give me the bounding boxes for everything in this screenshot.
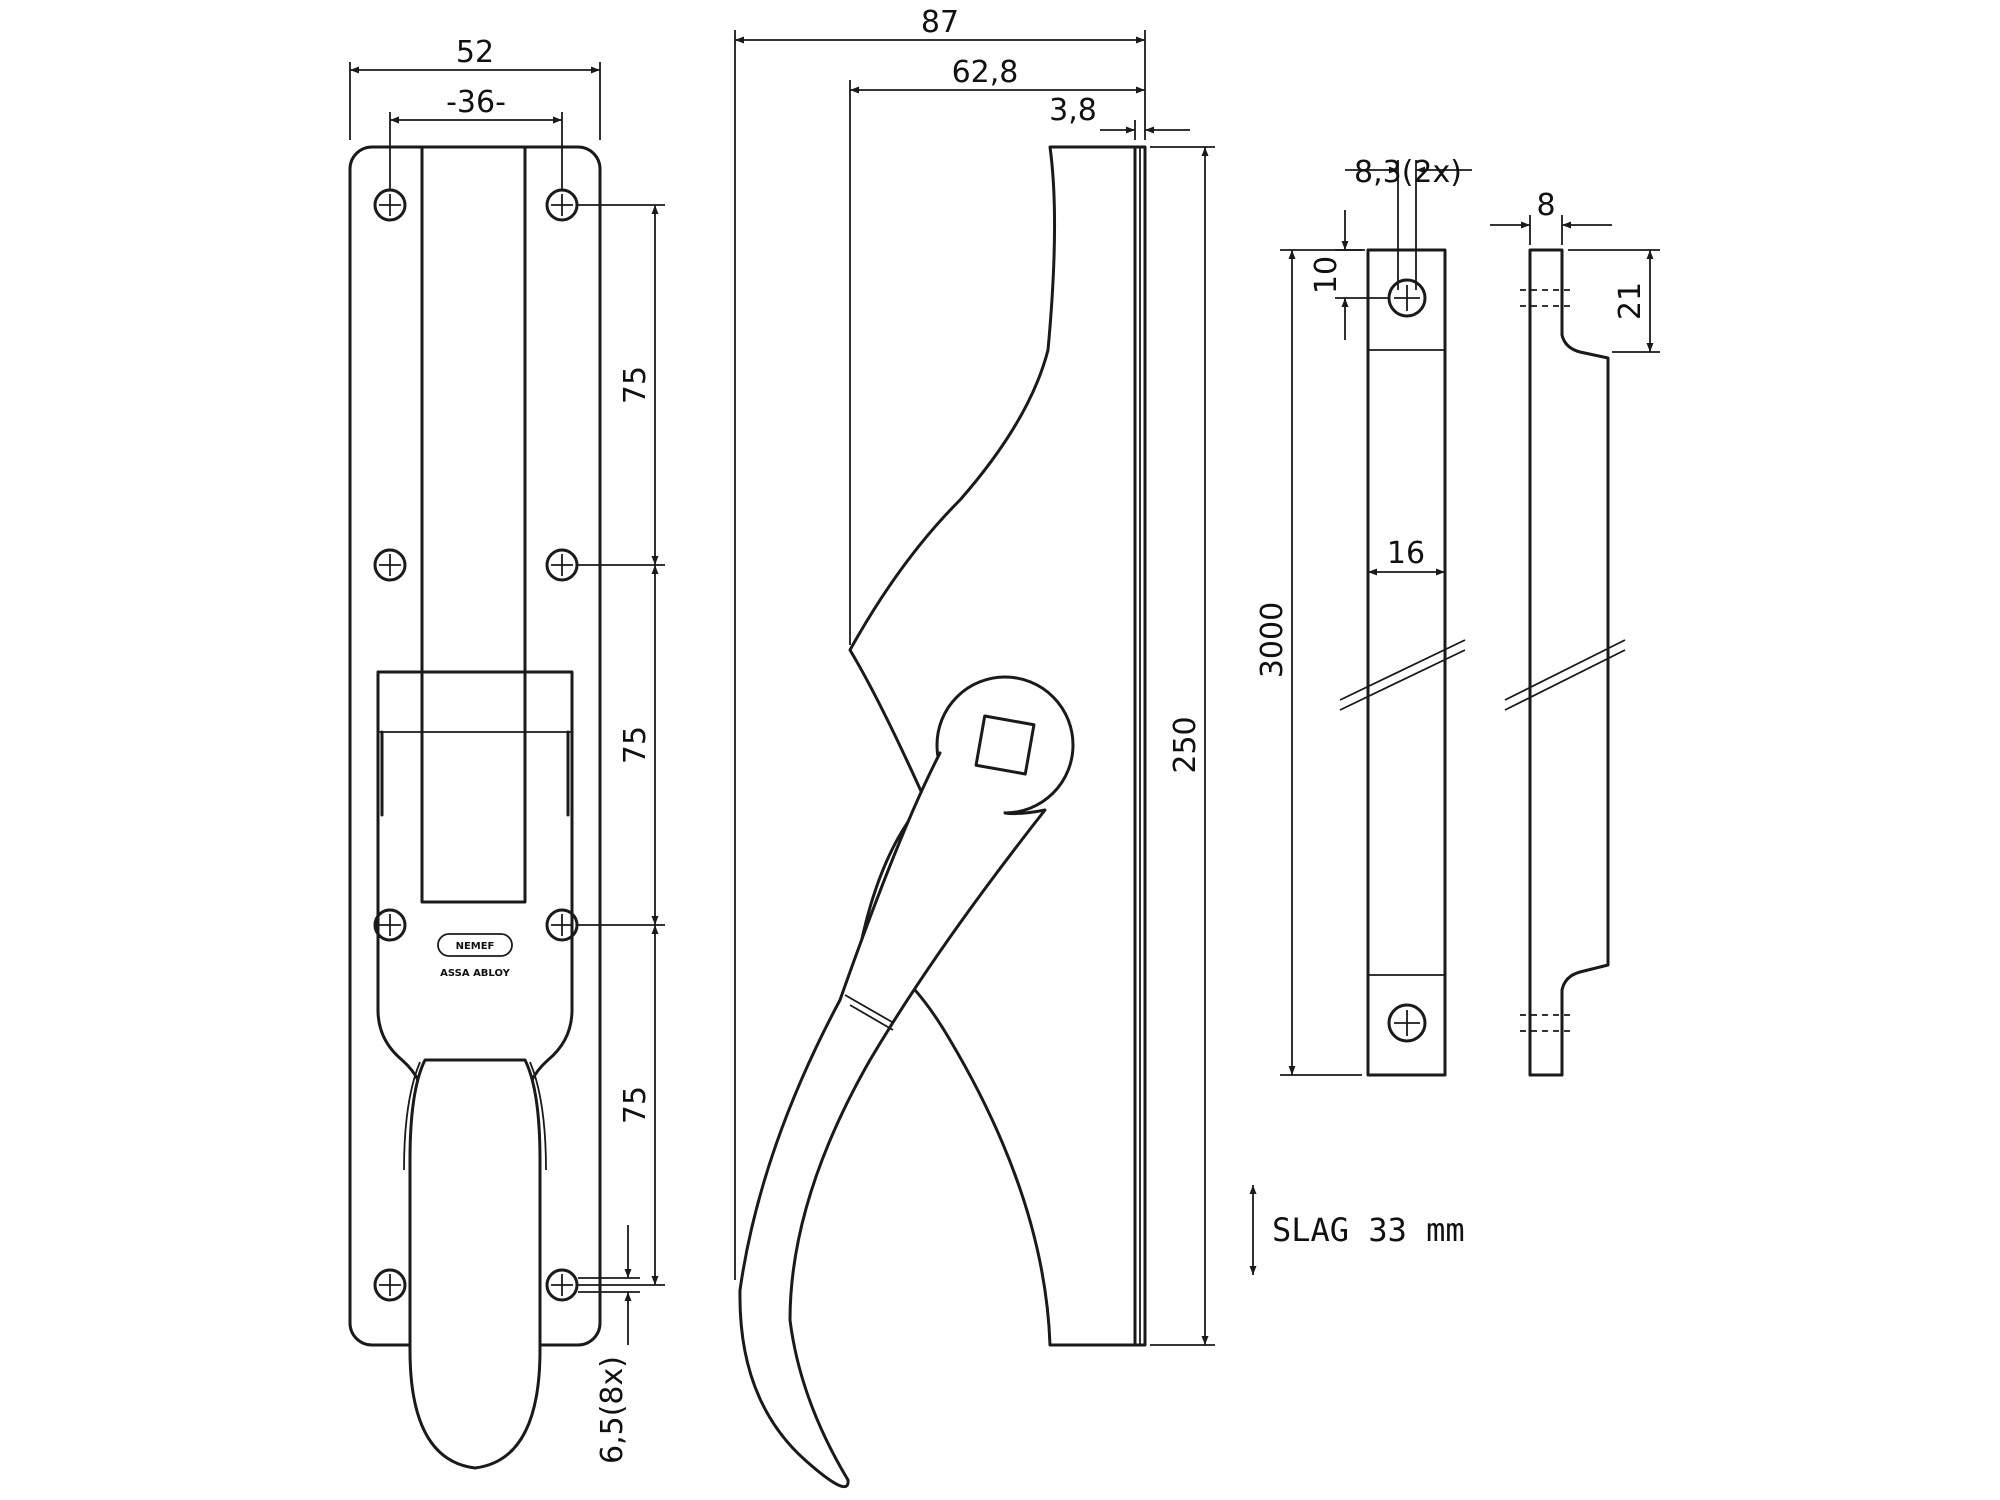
dim-pitch-top-label: 75	[618, 366, 653, 404]
logo-brand: NEMEF	[456, 941, 495, 952]
dim-rod-width: 16	[1368, 536, 1445, 576]
dim-rod-hole-diameter: 8,3(2x)	[1345, 155, 1472, 290]
hub	[935, 675, 1075, 815]
dim-rod-thickness-label: 8	[1536, 188, 1555, 223]
stroke-note-label: SLAG 33 mm	[1272, 1211, 1465, 1249]
dim-rod-end-length: 21	[1568, 249, 1660, 353]
dim-pitch-bottom-label: 75	[618, 1086, 653, 1124]
dim-hole-spacing: -36-	[389, 85, 563, 190]
dim-rod-end-length-label: 21	[1613, 282, 1648, 320]
dim-pitch-middle-label: 75	[618, 726, 653, 764]
side-view: 87 62,8 3,8 250	[734, 5, 1215, 1489]
dim-rod-hole-offset: 10	[1309, 210, 1390, 340]
rod-side-body	[1528, 248, 1610, 1077]
screw-hole-icon	[373, 908, 407, 942]
screw-hole-icon	[373, 1268, 407, 1302]
stroke-note: SLAG 33 mm	[1249, 1185, 1465, 1275]
dim-height: 250	[1150, 146, 1215, 1346]
dim-hole-diameter: 6,5(8x)	[578, 1225, 640, 1464]
dim-handle-depth: 62,8	[849, 55, 1145, 645]
upper-bar	[420, 145, 527, 904]
dim-rod-hole-offset-label: 10	[1309, 256, 1344, 294]
dim-rod-length: 3000	[1255, 249, 1362, 1076]
rod-front-view: 8,3(2x) 10 16 3000	[1255, 155, 1472, 1077]
screw-hole-icon	[373, 188, 407, 222]
dim-overall-depth-label: 87	[921, 5, 959, 40]
square-spindle-icon	[974, 714, 1036, 776]
rod-hole-icon	[1387, 1003, 1427, 1043]
dim-hole-diameter-label: 6,5(8x)	[595, 1356, 630, 1464]
dim-hole-spacing-label: -36-	[446, 85, 506, 120]
dim-rod-length-label: 3000	[1255, 602, 1290, 678]
dim-rod-width-label: 16	[1387, 536, 1425, 571]
screw-hole-icon	[545, 908, 579, 942]
screw-hole-icon	[373, 548, 407, 582]
dim-width-label: 52	[456, 35, 494, 70]
dim-plate-thickness-label: 3,8	[1049, 93, 1097, 128]
rod-side-view: 8 21	[1490, 188, 1660, 1077]
dim-width: 52	[349, 35, 601, 140]
screw-hole-icon	[545, 548, 579, 582]
dim-overall-depth: 87	[734, 5, 1146, 1280]
handle-grip	[408, 1058, 542, 1470]
dim-height-label: 250	[1168, 716, 1203, 773]
screw-hole-icon	[545, 188, 579, 222]
mounting-holes	[373, 188, 579, 1302]
front-view: NEMEF ASSA ABLOY 52 -36-	[348, 35, 665, 1470]
dim-pitches: 75 75 75	[578, 204, 665, 1286]
lever-body	[848, 145, 1137, 1347]
dim-plate-thickness: 3,8	[1049, 93, 1190, 140]
screw-hole-icon	[545, 1268, 579, 1302]
rod-front-body	[1366, 248, 1447, 1077]
handle-arm	[738, 751, 1047, 1489]
dim-rod-thickness: 8	[1490, 188, 1612, 245]
dim-rod-hole-diameter-label: 8,3(2x)	[1354, 155, 1462, 190]
brand-logo: NEMEF ASSA ABLOY	[437, 933, 513, 979]
rod-hole-icon	[1387, 278, 1427, 318]
dim-handle-depth-label: 62,8	[952, 55, 1019, 90]
logo-sub: ASSA ABLOY	[440, 968, 510, 979]
